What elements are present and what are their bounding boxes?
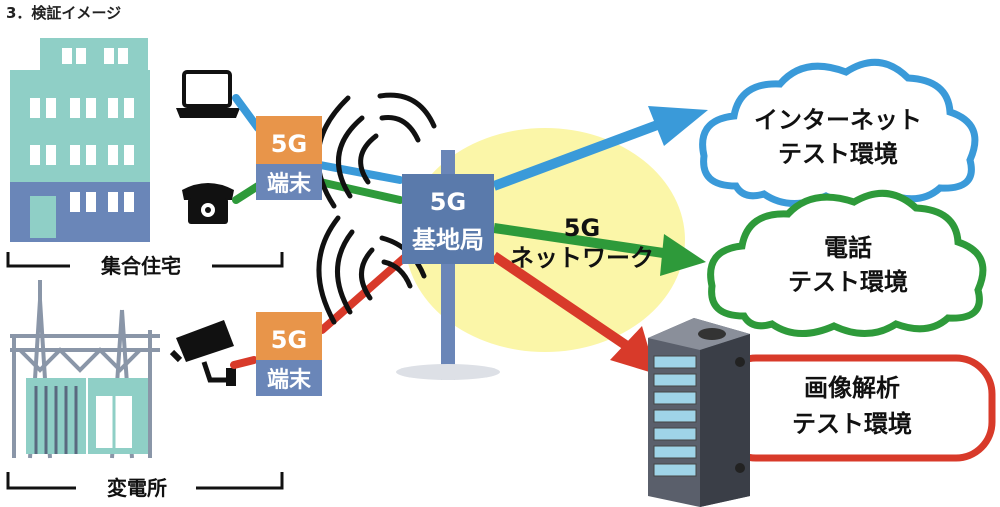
terminal-bottom-line1: 5G	[271, 326, 307, 354]
page-title: 3．検証イメージ	[6, 4, 122, 22]
laptop-icon	[176, 70, 240, 118]
server-rack-icon	[648, 318, 750, 507]
apartment-building-icon	[10, 38, 150, 242]
terminal-blue-link	[316, 161, 404, 184]
arrow-to-internet	[492, 106, 708, 191]
phone-cloud-line2: テスト環境	[788, 268, 908, 296]
camera-link	[230, 356, 258, 369]
telephone-icon	[182, 183, 234, 224]
terminal-top-line1: 5G	[271, 130, 307, 158]
image-env-frame	[716, 354, 996, 462]
pole-shadow	[396, 364, 500, 380]
internet-cloud: インターネット テスト環境	[699, 58, 979, 208]
base-station-line2: 基地局	[412, 226, 484, 254]
connection-lines	[230, 94, 408, 369]
internet-cloud-line1: インターネット	[754, 106, 922, 134]
base-station-line1: 5G	[430, 188, 466, 216]
terminal-bottom-line2: 端末	[267, 368, 312, 393]
image-env-line2: テスト環境	[792, 410, 912, 438]
terminal-green-link	[316, 178, 404, 204]
apartment-label: 集合住宅	[100, 254, 181, 278]
network-line2: ネットワーク	[510, 244, 654, 272]
substation-icon	[10, 280, 160, 459]
network-label: 5G ネットワーク	[510, 214, 654, 272]
internet-cloud-line2: テスト環境	[778, 140, 898, 168]
security-camera-icon	[169, 320, 236, 386]
phone-cloud-line1: 電話	[824, 234, 872, 262]
terminal-top-line2: 端末	[267, 172, 312, 197]
terminal-red-link	[318, 254, 408, 334]
arrow-to-image-env	[491, 251, 656, 374]
phone-cloud: 電話 テスト環境	[707, 189, 987, 338]
laptop-link	[232, 94, 262, 132]
arrow-to-phone	[493, 223, 706, 276]
image-env-line1: 画像解析	[804, 374, 900, 402]
terminal-top: 5G 端末	[256, 116, 322, 200]
network-line1: 5G	[564, 214, 600, 242]
substation-bracket	[6, 472, 284, 490]
substation-label: 変電所	[107, 476, 167, 500]
phone-link	[232, 182, 262, 204]
radio-waves-lower-icon	[316, 215, 427, 325]
base-station: 5G 基地局	[402, 174, 494, 264]
apartment-bracket	[6, 252, 284, 268]
terminal-bottom: 5G 端末	[256, 312, 322, 396]
